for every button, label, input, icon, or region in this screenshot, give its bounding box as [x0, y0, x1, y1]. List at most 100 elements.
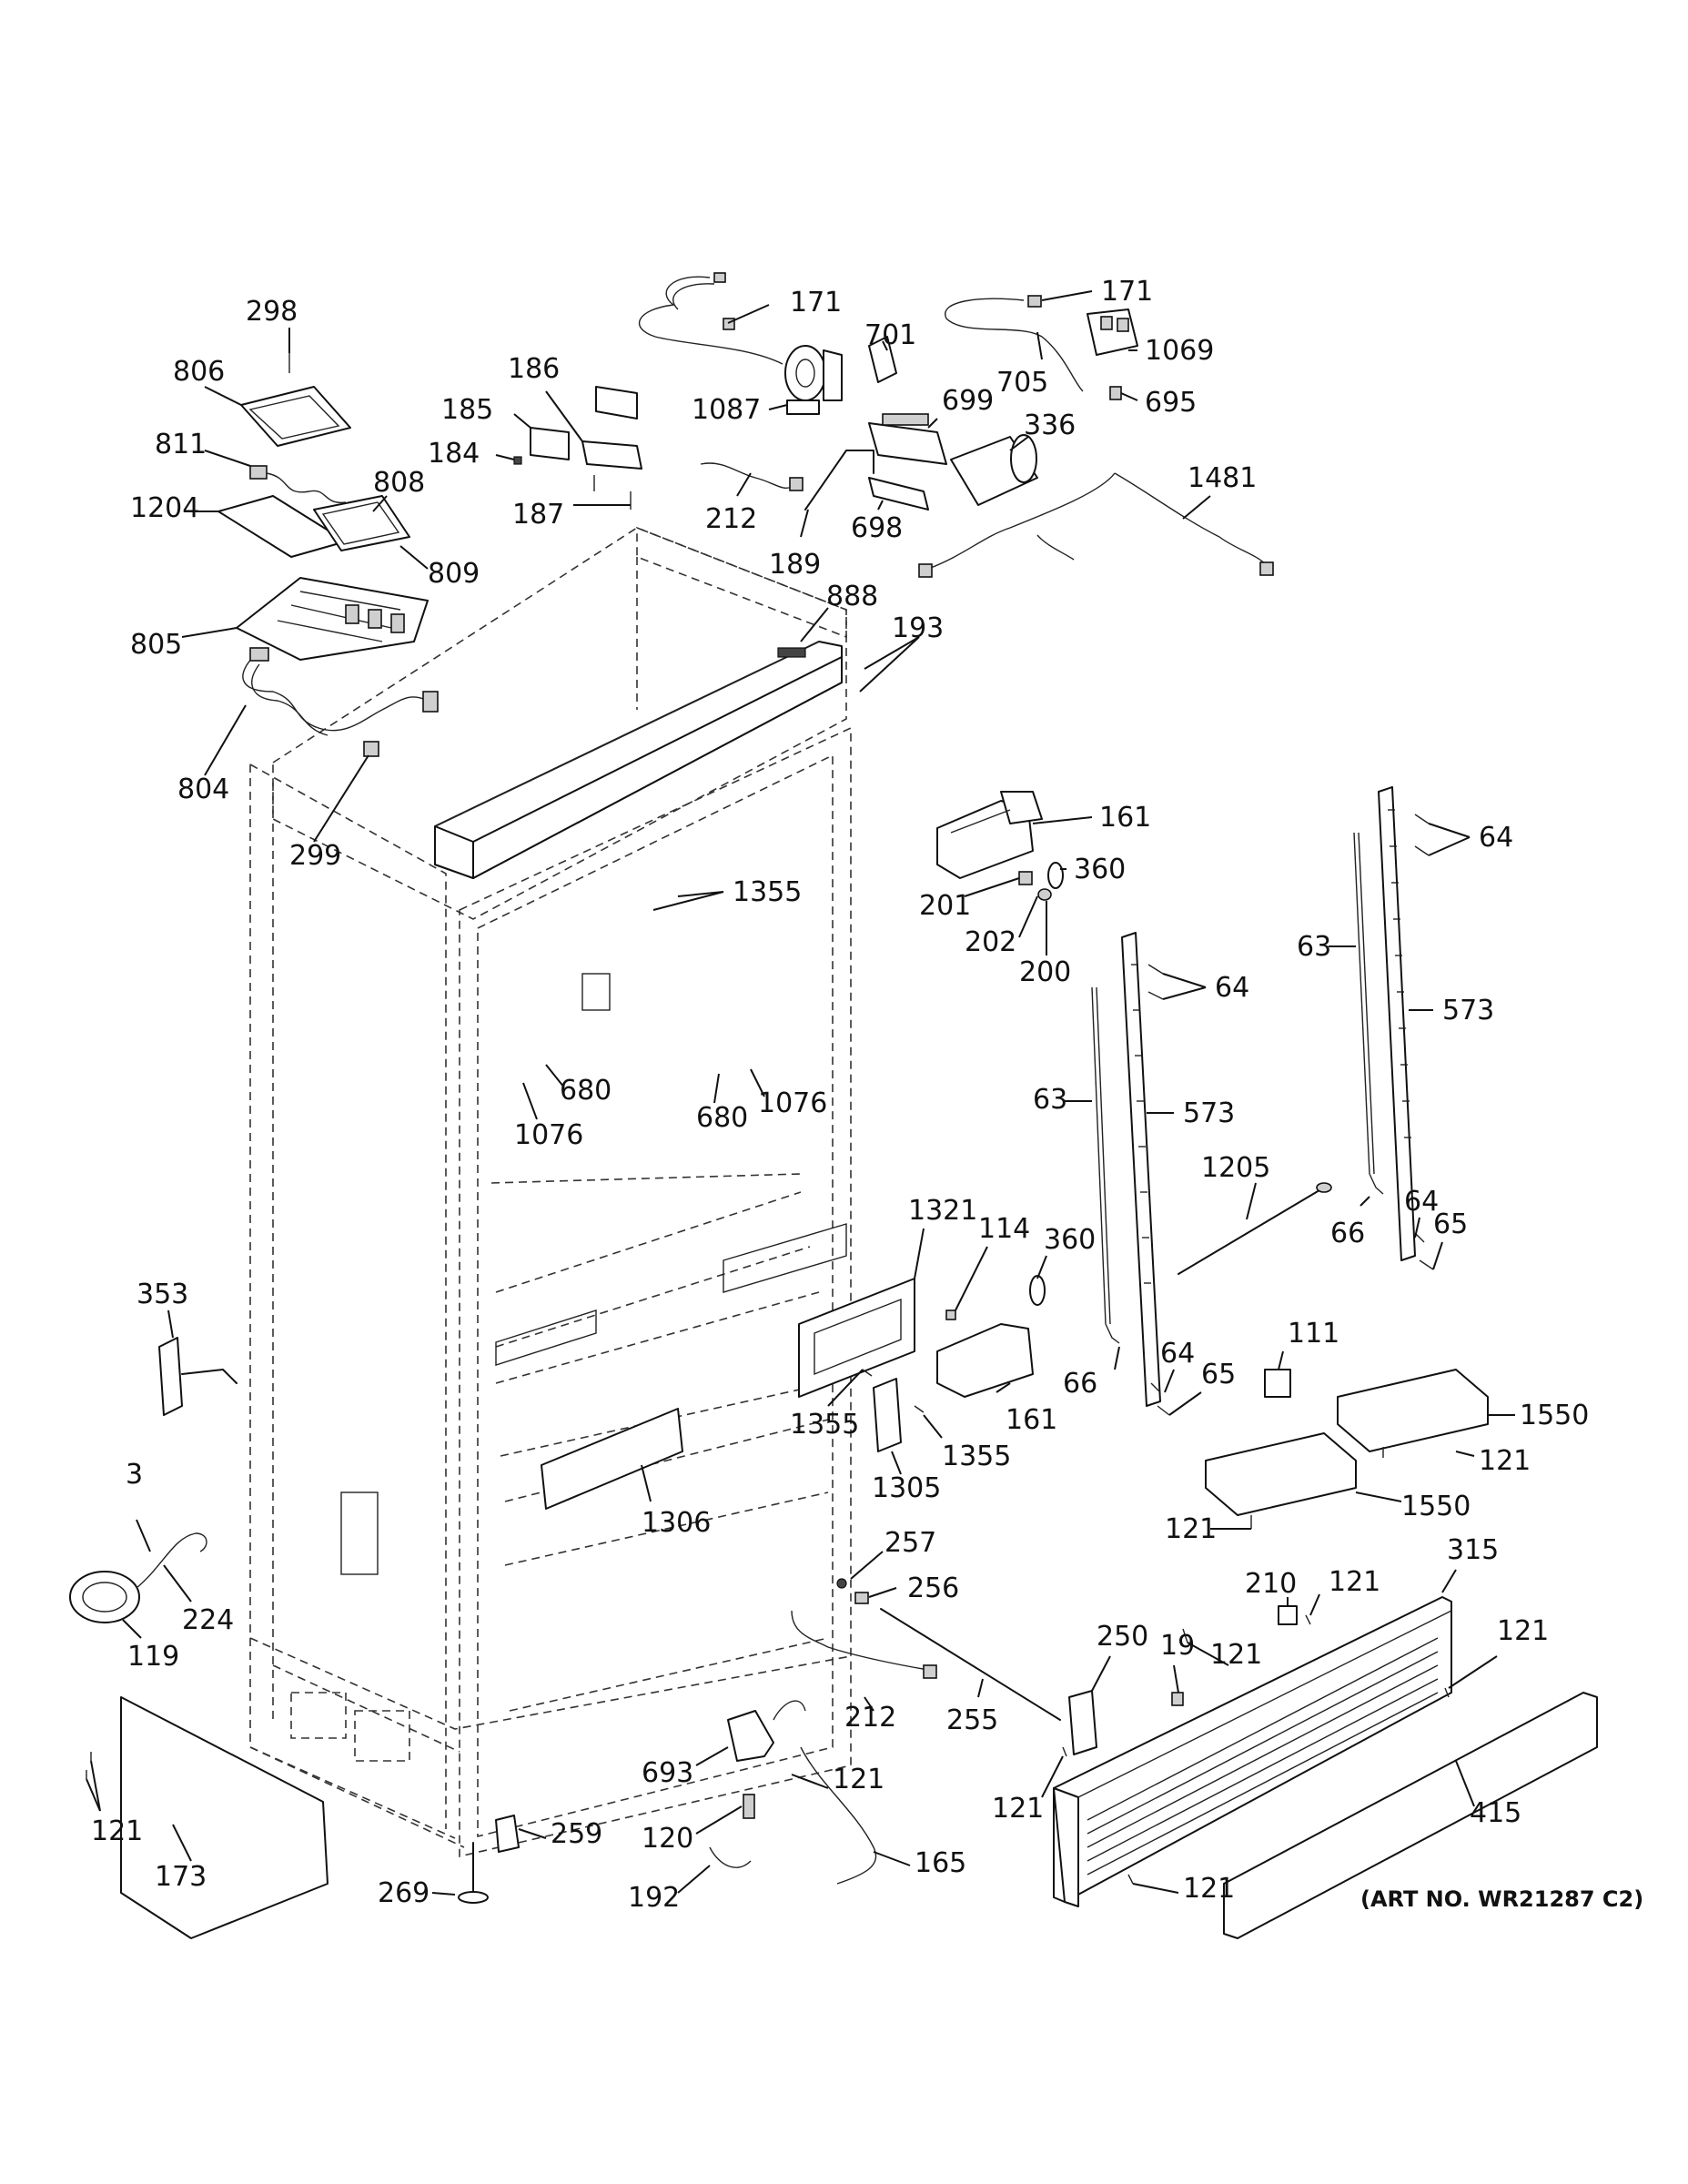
callout-257: 257	[884, 1527, 936, 1559]
callout-173: 173	[155, 1861, 207, 1893]
callout-699: 699	[942, 385, 994, 417]
callout-806: 806	[173, 356, 225, 388]
callout-888: 888	[826, 581, 878, 612]
callout-1076-left: 1076	[514, 1119, 583, 1151]
callout-299: 299	[289, 840, 341, 872]
art-number: (ART NO. WR21287 C2)	[1360, 1886, 1643, 1912]
callout-1305: 1305	[872, 1472, 941, 1504]
grille-and-kickplate	[1053, 1596, 1598, 1939]
callout-315: 315	[1447, 1534, 1499, 1566]
callout-353: 353	[136, 1279, 188, 1310]
callout-121-h: 121	[1183, 1873, 1235, 1905]
callout-1355-upper: 1355	[733, 876, 802, 908]
callout-114: 114	[978, 1213, 1030, 1245]
callout-680-left: 680	[560, 1075, 612, 1107]
callout-64-d: 64	[1160, 1338, 1195, 1370]
callout-573-upper: 573	[1442, 995, 1494, 1026]
callout-255: 255	[946, 1704, 998, 1736]
callout-680-right: 680	[696, 1102, 748, 1134]
callout-701: 701	[864, 319, 916, 351]
cabinet-case	[249, 526, 852, 1858]
callout-121-c: 121	[1329, 1566, 1380, 1598]
callout-121-e: 121	[1497, 1615, 1549, 1647]
callout-171-right: 171	[1101, 276, 1153, 308]
callout-187: 187	[512, 499, 564, 531]
shelf-rails	[1091, 786, 1434, 1416]
fan-tubing-group	[638, 272, 1274, 578]
callout-336: 336	[1024, 410, 1076, 441]
callout-1069: 1069	[1145, 335, 1214, 367]
callout-121-b: 121	[1165, 1513, 1217, 1545]
callout-119: 119	[127, 1641, 179, 1673]
callout-212-top: 212	[705, 503, 757, 535]
callout-809: 809	[428, 558, 480, 590]
electronics-group	[217, 353, 439, 757]
callout-189: 189	[769, 549, 821, 581]
callout-184: 184	[428, 438, 480, 470]
callout-186: 186	[508, 353, 560, 385]
callout-121-a: 121	[1479, 1445, 1531, 1477]
callout-121-f: 121	[833, 1764, 884, 1795]
callout-1550-lower: 1550	[1401, 1491, 1471, 1522]
callout-1355-right: 1355	[942, 1441, 1011, 1472]
callout-693: 693	[642, 1757, 693, 1789]
callout-66-upper: 66	[1330, 1218, 1365, 1249]
callout-65-b: 65	[1201, 1359, 1236, 1390]
callout-269: 269	[378, 1877, 430, 1909]
covers-1550	[1205, 1369, 1489, 1529]
hinge-upper	[936, 791, 1064, 901]
callout-121-d: 121	[1210, 1639, 1262, 1671]
leader-lines	[86, 290, 1515, 1896]
callout-3: 3	[126, 1459, 143, 1491]
callout-63-upper: 63	[1297, 931, 1331, 963]
callout-298: 298	[246, 296, 298, 328]
callout-1321: 1321	[908, 1195, 977, 1227]
callout-161-lower: 161	[1006, 1404, 1057, 1436]
callout-labels: 298 806 811 1204 808 809 805 804 299 186…	[91, 276, 1643, 1914]
callout-698: 698	[851, 512, 903, 544]
callout-811: 811	[155, 429, 207, 460]
callout-573-lower: 573	[1183, 1097, 1235, 1129]
callout-165: 165	[915, 1847, 966, 1879]
callout-1306: 1306	[642, 1507, 711, 1539]
callout-193: 193	[892, 612, 944, 644]
callout-185: 185	[441, 394, 493, 426]
top-control-housing	[434, 641, 843, 879]
callout-1205: 1205	[1201, 1152, 1270, 1184]
callout-415: 415	[1470, 1797, 1521, 1829]
callout-111: 111	[1288, 1318, 1339, 1350]
callout-64-a: 64	[1479, 822, 1513, 854]
callout-19: 19	[1160, 1630, 1195, 1662]
callout-360-upper: 360	[1074, 854, 1126, 885]
rail-notches	[1131, 809, 1411, 1284]
callout-121-g: 121	[992, 1793, 1044, 1825]
callout-171-left: 171	[790, 287, 842, 318]
callout-259: 259	[551, 1818, 602, 1850]
callout-1550-upper: 1550	[1520, 1400, 1589, 1431]
callout-200: 200	[1019, 956, 1071, 988]
callout-212-lower: 212	[844, 1702, 896, 1734]
callout-808: 808	[373, 467, 425, 499]
callout-64-c: 64	[1404, 1186, 1439, 1218]
callout-1204: 1204	[130, 492, 199, 524]
callout-201: 201	[919, 890, 971, 922]
callout-63-lower: 63	[1033, 1084, 1067, 1116]
callout-804: 804	[177, 774, 229, 805]
bracket-group	[513, 386, 642, 510]
callout-256: 256	[907, 1572, 959, 1604]
callout-202: 202	[965, 926, 1016, 958]
callout-1087: 1087	[692, 394, 761, 426]
callout-250: 250	[1097, 1621, 1148, 1653]
callout-65-a: 65	[1433, 1208, 1468, 1240]
duct-and-lower-hinge	[798, 1275, 1046, 1452]
callout-695: 695	[1145, 387, 1197, 419]
callout-1076-right: 1076	[758, 1087, 827, 1119]
callout-805: 805	[130, 629, 182, 661]
callout-66-lower: 66	[1063, 1368, 1097, 1400]
callout-1481: 1481	[1188, 462, 1257, 494]
callout-121-i: 121	[91, 1815, 143, 1847]
callout-64-b: 64	[1215, 972, 1249, 1004]
callout-192: 192	[628, 1882, 680, 1914]
misc-lower-parts	[69, 1337, 1450, 1939]
